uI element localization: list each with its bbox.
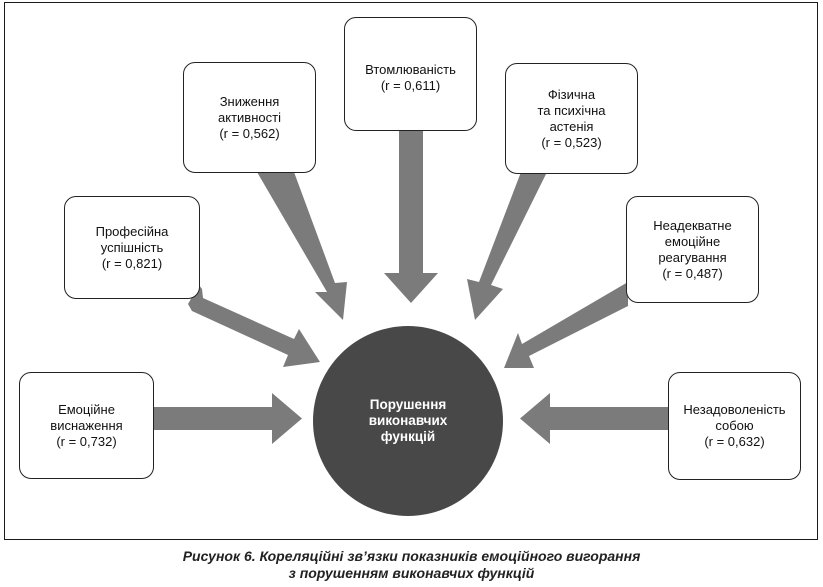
arrow-professional-success — [188, 285, 320, 367]
factor-label: Професійна успішність (r = 0,821) — [95, 223, 169, 271]
factor-label: Емоційне виснаження (r = 0,732) — [50, 401, 123, 449]
factor-inadequate-emotional-response: Неадекватне емоційне реагування (r = 0,4… — [626, 196, 759, 303]
figure-caption: Рисунок 6. Кореляційні зв’язки показникі… — [182, 548, 641, 581]
factor-emotional-exhaustion: Емоційне виснаження (r = 0,732) — [19, 372, 154, 479]
arrow-self-dissatisfaction — [520, 393, 669, 444]
center-executive-dysfunction: Порушення виконавчих функцій — [313, 326, 503, 516]
factor-label: Фізична та психічна астенія (r = 0,523) — [537, 86, 606, 150]
arrow-inadequate-emotional-response — [504, 282, 628, 368]
factor-fatigue: Втомлюваність (r = 0,611) — [344, 17, 477, 131]
factor-label: Незадоволеність собою (r = 0,632) — [683, 402, 786, 449]
factor-reduced-activity: Зниження активності (r = 0,562) — [183, 62, 316, 173]
arrow-physical-mental-asthenia — [467, 172, 547, 320]
factor-physical-mental-asthenia: Фізична та психічна астенія (r = 0,523) — [505, 63, 638, 174]
factor-label: Втомлюваність (r = 0,611) — [365, 62, 456, 93]
factor-self-dissatisfaction: Незадоволеність собою (r = 0,632) — [668, 372, 801, 480]
factor-label: Зниження активності (r = 0,562) — [218, 93, 281, 141]
factor-professional-success: Професійна успішність (r = 0,821) — [64, 196, 200, 299]
arrow-emotional-exhaustion — [152, 393, 302, 444]
factor-label: Неадекватне емоційне реагування (r = 0,4… — [653, 217, 732, 281]
arrow-fatigue — [384, 130, 438, 303]
arrow-reduced-activity — [257, 172, 347, 320]
figure-frame — [4, 2, 818, 540]
